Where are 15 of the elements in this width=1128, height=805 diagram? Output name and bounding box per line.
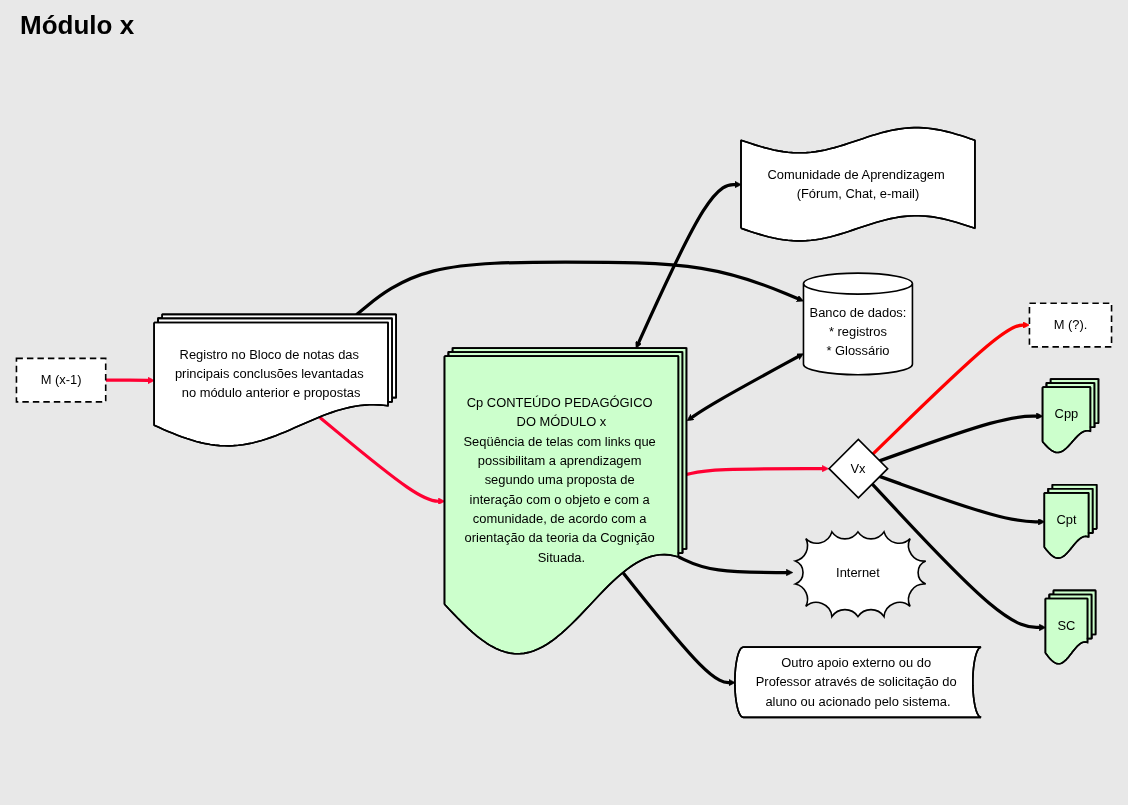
arrow: [870, 482, 1047, 631]
arrow: [879, 474, 1046, 526]
arrow: [635, 181, 742, 349]
arrow: [678, 555, 794, 577]
arrow: [686, 353, 804, 421]
node-box: M (?).: [1028, 302, 1113, 348]
arrow: [871, 321, 1030, 456]
arrow: [318, 416, 446, 505]
diagram-title: Módulo x: [20, 10, 135, 41]
node-diamond: Vx: [827, 438, 889, 500]
arrow: [622, 572, 736, 687]
arrow: [879, 412, 1044, 463]
arrow: [686, 465, 829, 476]
node-box: M (x-1): [15, 357, 107, 403]
arrow: [105, 376, 155, 384]
